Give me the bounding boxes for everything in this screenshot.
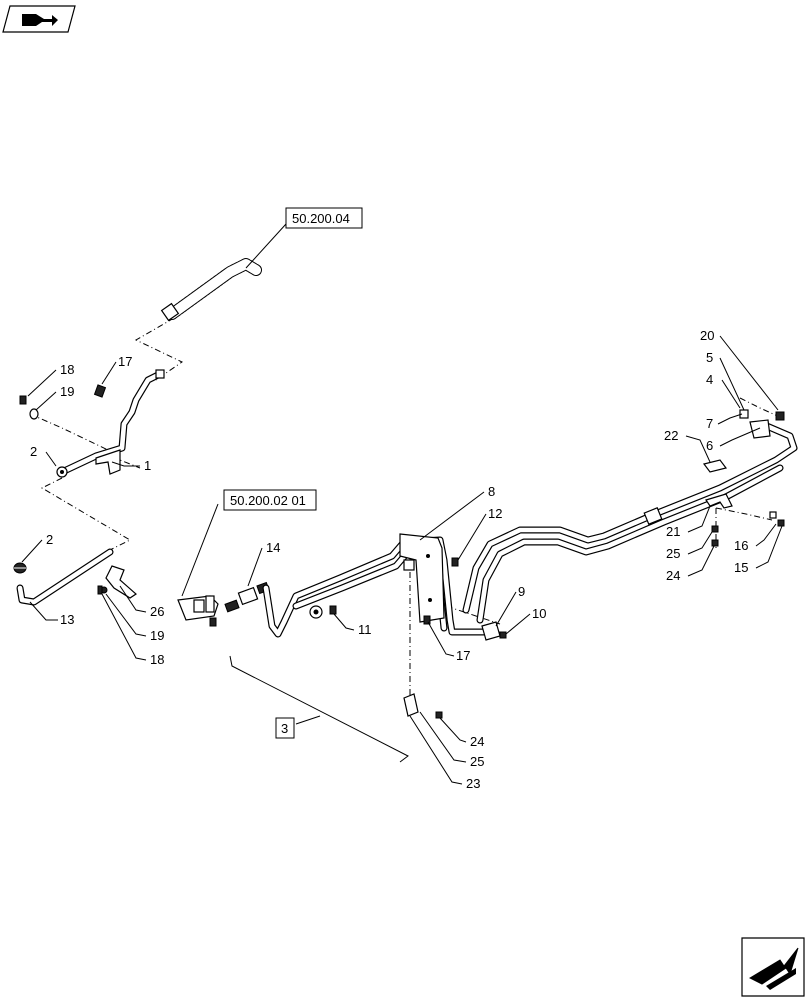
callout-26: 26 [150,604,164,619]
callout-labels: 18 19 17 2 1 2 13 26 19 18 14 11 8 12 9 … [30,328,748,791]
svg-text:50.200.02 01: 50.200.02 01 [230,493,306,508]
pipe-1 [56,369,165,478]
callout-10: 10 [532,606,546,621]
pipe-13 [13,548,114,606]
bracket-26 [97,565,137,599]
callout-2: 2 [46,532,53,547]
clamp-9 [481,621,507,641]
callout-17: 17 [118,354,132,369]
bolt-12 [451,557,459,567]
callout-5: 5 [706,350,713,365]
return-arrow-icon[interactable] [741,937,805,997]
callout-15: 15 [734,560,748,575]
callout-4: 4 [706,372,713,387]
callout-6: 6 [706,438,713,453]
callout-23: 23 [466,776,480,791]
callout-1: 1 [144,458,151,473]
ref-box-50-200-02-01[interactable]: 50.200.02 01 [223,489,317,511]
svg-text:3: 3 [281,721,288,736]
callout-11: 11 [358,622,372,637]
callout-17: 17 [456,648,470,663]
callout-19: 19 [150,628,164,643]
bolt-17 [423,615,431,625]
callout-7: 7 [706,416,713,431]
callout-12: 12 [488,506,502,521]
bracket-8 [399,533,445,623]
hose-upper [160,258,262,322]
svg-text:50.200.04: 50.200.04 [292,211,350,226]
fitting-14 [224,581,270,613]
callout-13: 13 [60,612,74,627]
bracket-22 [702,459,728,473]
fasteners-pipe-1 [19,384,107,420]
callout-18: 18 [60,362,74,377]
callout-24: 24 [470,734,484,749]
callout-20: 20 [700,328,714,343]
callout-8: 8 [488,484,495,499]
callout-25: 25 [470,754,484,769]
main-pipe [262,420,798,638]
callout-18: 18 [150,652,164,667]
callout-22: 22 [664,428,678,443]
leader-lines [21,223,783,785]
callout-9: 9 [518,584,525,599]
valve-assembly [177,595,219,627]
callout-24: 24 [666,568,680,583]
ref-box-3[interactable]: 3 [275,717,295,739]
ref-box-50-200-04[interactable]: 50.200.04 [285,207,363,229]
callout-21: 21 [666,524,680,539]
bracket-right-upper [739,409,785,439]
clamp-23 [403,693,443,719]
callout-25: 25 [666,546,680,561]
centerlines [29,317,783,712]
callout-19: 19 [60,384,74,399]
callout-16: 16 [734,538,748,553]
book-arrow-icon[interactable] [2,5,76,33]
callout-14: 14 [266,540,280,555]
callout-2: 2 [30,444,37,459]
bolt-11 [329,605,337,615]
